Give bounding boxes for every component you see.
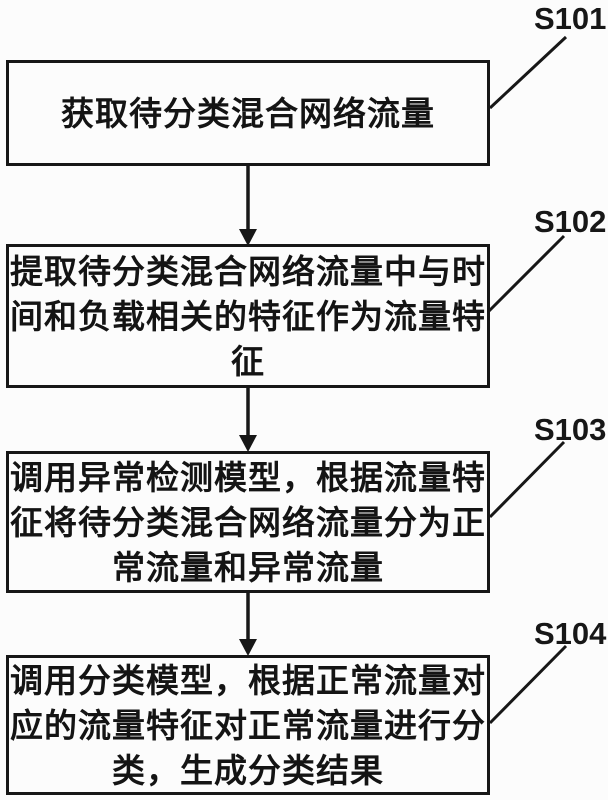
step-text-line: 提取待分类混合网络流量中与时	[10, 252, 486, 290]
step-text-line: 间和负载相关的特征作为流量特	[10, 297, 486, 335]
step-text-line: 调用分类模型，根据正常流量对	[10, 661, 486, 699]
step-text-line: 征将待分类混合网络流量分为正	[10, 503, 486, 541]
step-box-s101: 获取待分类混合网络流量	[6, 60, 490, 166]
leader-line-s102	[487, 234, 566, 313]
step-label-s102: S102	[534, 204, 607, 239]
step-label-s101: S101	[534, 1, 607, 36]
step-text-line: 调用异常检测模型，根据流量特	[10, 458, 486, 496]
step-label-s104: S104	[534, 616, 607, 651]
leader-line-s104	[488, 644, 568, 725]
step-box-s104: 调用分类模型，根据正常流量对 应的流量特征对正常流量进行分 类，生成分类结果	[6, 655, 490, 795]
step-text-line: 征	[231, 342, 265, 380]
step-text-line: 类，生成分类结果	[112, 751, 384, 789]
step-text-line: 获取待分类混合网络流量	[61, 94, 435, 132]
arrowhead-down-2	[239, 435, 257, 452]
step-text-line: 应的流量特征对正常流量进行分	[10, 706, 486, 744]
step-box-s103: 调用异常检测模型，根据流量特 征将待分类混合网络流量分为正 常流量和异常流量	[6, 451, 490, 593]
step-box-s102: 提取待分类混合网络流量中与时 间和负载相关的特征作为流量特 征	[6, 244, 490, 388]
step-label-s103: S103	[534, 412, 607, 447]
leader-line-s103	[488, 440, 566, 519]
arrowhead-down-3	[239, 639, 257, 656]
step-text-line: 常流量和异常流量	[112, 548, 384, 586]
leader-line-s101	[488, 35, 568, 110]
